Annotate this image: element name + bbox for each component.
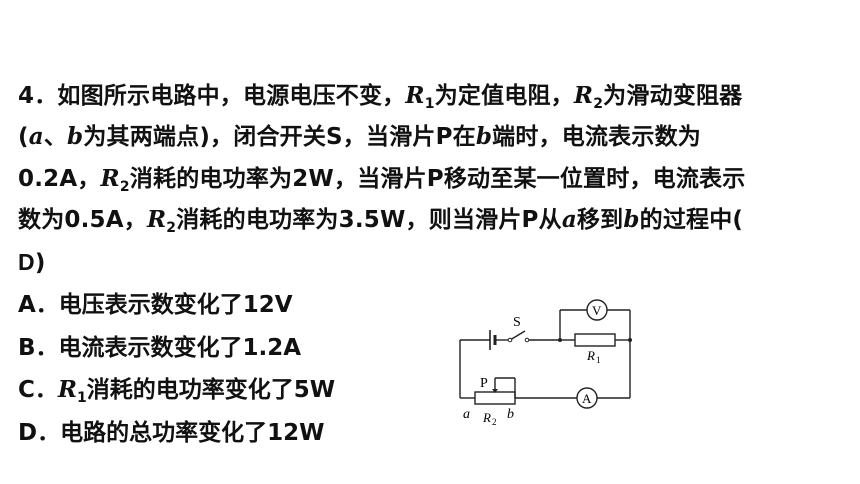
- question-line-2: (a、b为其两端点)，闭合开关S，当滑片P在b端时，电流表示数为: [18, 122, 701, 152]
- option-b[interactable]: B．电流表示数变化了1.2A: [18, 333, 301, 363]
- r2-symbol: R: [100, 165, 120, 192]
- option-a[interactable]: A．电压表示数变化了12V: [18, 290, 293, 320]
- r2-symbol: R: [146, 206, 167, 233]
- question-text: 消耗的电功率为2W，当滑片P移动至某一位置时，电流表示: [129, 166, 746, 192]
- end-a-symbol: a: [28, 123, 44, 150]
- voltmeter-label: V: [592, 303, 602, 318]
- r2-subscript: 2: [119, 179, 130, 195]
- answer-letter: D: [18, 249, 35, 275]
- question-text: 为滑动变阻器: [603, 83, 743, 109]
- option-b-text: B．电流表示数变化了1.2A: [18, 335, 302, 361]
- slider-label: P: [480, 376, 488, 391]
- question-text: 的过程中(: [639, 207, 744, 233]
- question-line-4: 数为0.5A，R2消耗的电功率为3.5W，则当滑片P从a移到b的过程中(: [18, 205, 743, 243]
- r1-subscript: 1: [424, 96, 435, 112]
- end-b-symbol: b: [623, 206, 640, 233]
- r2-label-sub: 2: [492, 417, 497, 427]
- question-text: 为其两端点)，闭合开关S，当滑片P在: [83, 124, 476, 150]
- r1-label: R: [586, 348, 595, 363]
- option-a-text: A．电压表示数变化了12V: [18, 292, 293, 318]
- r2-subscript: 2: [593, 96, 604, 112]
- voltmeter-symbol: [586, 299, 608, 321]
- r1-label-sub: 1: [596, 355, 601, 365]
- resistor-r2: [474, 391, 516, 405]
- question-text: ): [34, 250, 46, 276]
- r1-symbol: R: [405, 82, 425, 109]
- question-text: (: [18, 124, 29, 150]
- r2-symbol: R: [573, 82, 594, 109]
- switch-contact: [524, 337, 530, 343]
- option-d[interactable]: D．电路的总功率变化了12W: [18, 418, 324, 448]
- switch-blade: [509, 330, 526, 341]
- junction-dot: [558, 338, 562, 342]
- r1-symbol: R: [57, 376, 78, 403]
- r1-subscript: 1: [77, 390, 87, 406]
- end-b-symbol: b: [475, 123, 493, 150]
- question-line-5: D): [18, 247, 46, 278]
- option-d-text: D．电路的总功率变化了12W: [18, 420, 325, 446]
- resistor-r1: [574, 333, 616, 347]
- option-c-prefix: C．: [18, 377, 58, 403]
- question-text: 端时，电流表示数为: [492, 124, 701, 150]
- question-text: 移到: [576, 207, 624, 233]
- question-text: 、: [43, 124, 68, 150]
- junction-dot: [628, 338, 632, 342]
- question-line-1: 4．如图所示电路中，电源电压不变，R1为定值电阻，R2为滑动变阻器: [18, 81, 742, 119]
- r2-label: R: [482, 410, 491, 425]
- option-c[interactable]: C．R1消耗的电功率变化了5W: [18, 375, 335, 413]
- question-text: 为定值电阻，: [434, 83, 574, 109]
- ammeter-symbol: [576, 387, 598, 409]
- ammeter-label: A: [582, 391, 592, 406]
- end-a-label: a: [463, 407, 470, 422]
- r2-subscript: 2: [166, 220, 177, 236]
- switch-label: S: [513, 315, 521, 330]
- question-line-3: 0.2A，R2消耗的电功率为2W，当滑片P移动至某一位置时，电流表示: [18, 164, 745, 202]
- question-text: 消耗的电功率为3.5W，则当滑片P从: [176, 207, 562, 233]
- end-a-symbol: a: [561, 206, 577, 233]
- question-text: 0.2A，: [18, 166, 101, 192]
- option-c-text: 消耗的电功率变化了5W: [86, 377, 336, 403]
- end-b-symbol: b: [67, 123, 84, 150]
- switch-contact: [507, 337, 513, 343]
- question-text: 数为0.5A，: [18, 207, 147, 233]
- end-b-label: b: [507, 407, 514, 422]
- question-text: 4．如图所示电路中，电源电压不变，: [18, 83, 406, 109]
- slider-arrow-icon: [492, 389, 498, 393]
- circuit-diagram: S V A R 1 P a b R 2: [459, 299, 632, 427]
